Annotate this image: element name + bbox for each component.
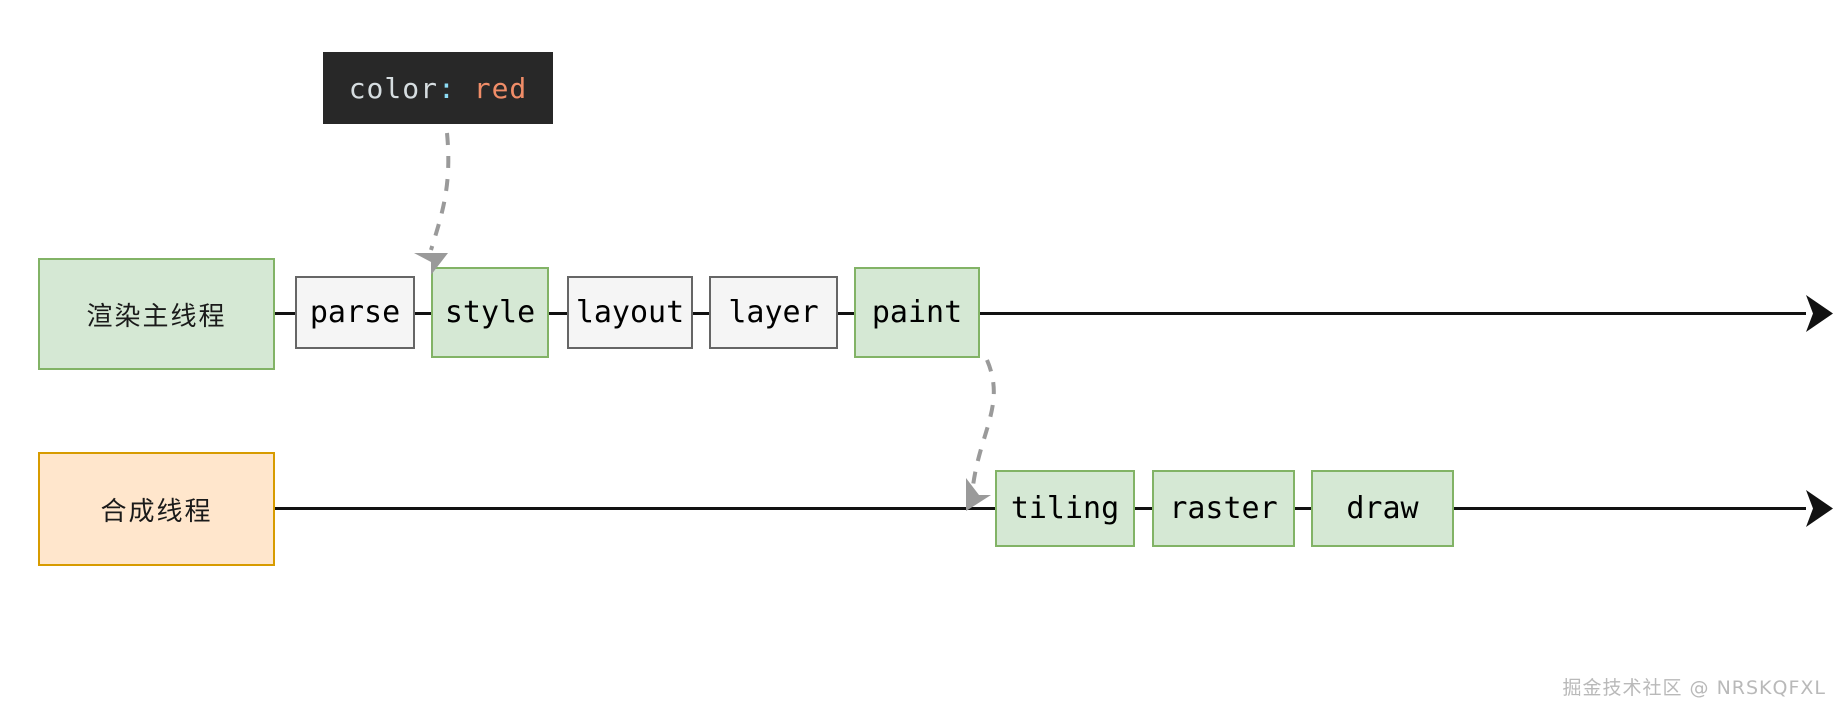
connector-style-to-layout — [549, 312, 567, 315]
stage-tiling-label: tiling — [1010, 491, 1120, 526]
stage-draw[interactable]: draw — [1311, 470, 1454, 547]
stage-layout-label: layout — [575, 295, 685, 330]
stage-layout[interactable]: layout — [567, 276, 693, 349]
stage-parse[interactable]: parse — [295, 276, 415, 349]
dashed-flow-snippet-to-style — [429, 132, 451, 251]
connector-layer-to-paint — [838, 312, 854, 315]
code-snippet-block: color: red — [323, 52, 553, 124]
stage-paint-label: paint — [871, 295, 963, 330]
connector-raster-to-draw — [1295, 507, 1311, 510]
connector-main-to-parse — [275, 312, 295, 315]
compositor-thread-timeline-rail — [275, 507, 995, 510]
compositor-tail-rail — [1454, 507, 1806, 510]
compositor-thread-label: 合成线程 — [100, 496, 213, 527]
stage-paint[interactable]: paint — [854, 267, 980, 358]
css-value-token: red — [473, 71, 528, 105]
stage-style-label: style — [444, 295, 536, 330]
stage-draw-label: draw — [1346, 491, 1419, 526]
stage-style[interactable]: style — [431, 267, 549, 358]
watermark: 掘金技术社区 @ NRSKQFXL — [1562, 677, 1826, 699]
compositor-thread-arrowhead — [1806, 490, 1833, 527]
stage-layer-label: layer — [728, 295, 819, 330]
stage-parse-label: parse — [309, 295, 401, 330]
connector-parse-to-style — [415, 312, 431, 315]
main-thread-label: 渲染主线程 — [86, 301, 227, 332]
css-property-token: color — [348, 71, 438, 105]
css-colon-token: : — [438, 71, 474, 105]
stage-tiling[interactable]: tiling — [995, 470, 1135, 547]
compositor-thread-label-box: 合成线程 — [38, 452, 275, 566]
stage-raster[interactable]: raster — [1152, 470, 1295, 547]
stage-raster-label: raster — [1169, 491, 1278, 526]
code-snippet-line: color: red — [349, 72, 528, 105]
dashed-flow-paint-to-tiling — [971, 359, 996, 487]
connector-tiling-to-raster — [1135, 507, 1152, 510]
main-thread-label-box: 渲染主线程 — [38, 258, 275, 370]
main-thread-timeline-rail — [980, 312, 1806, 315]
connector-layout-to-layer — [693, 312, 709, 315]
stage-layer[interactable]: layer — [709, 276, 838, 349]
main-thread-arrowhead — [1806, 295, 1833, 332]
